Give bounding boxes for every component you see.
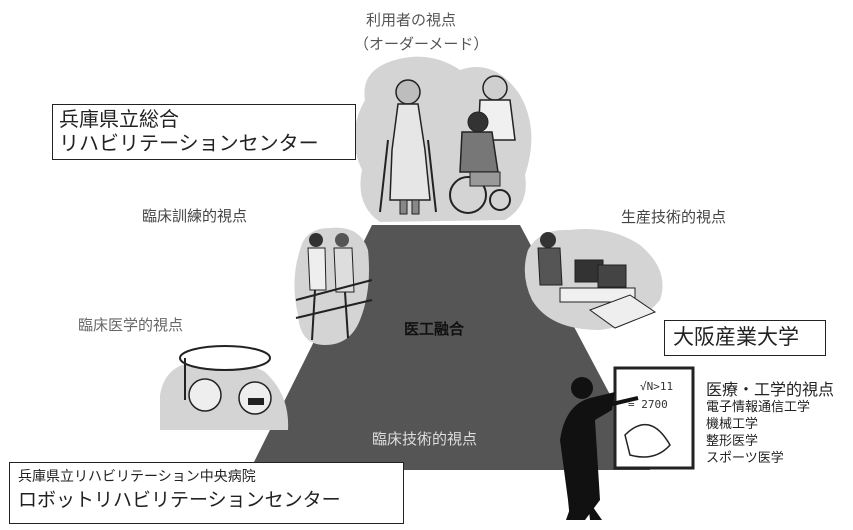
engineering-item: スポーツ医学 bbox=[706, 451, 784, 466]
lecturer-illustration bbox=[560, 366, 695, 520]
engineering-title: 医療・工学的視点 bbox=[706, 380, 835, 399]
hospital-box: 兵庫県立リハビリテーション中央病院 ロボットリハビリテーションセンター bbox=[9, 462, 404, 524]
hospital-line1: 兵庫県立リハビリテーション中央病院 bbox=[18, 469, 256, 485]
osaka-univ-box: 大阪産業大学 bbox=[664, 320, 826, 356]
hyogo-center-box: 兵庫県立総合 リハビリテーションセンター bbox=[52, 104, 356, 160]
engineering-item: 機械工学 bbox=[706, 417, 759, 432]
user-figures-illustration bbox=[354, 56, 532, 222]
engineering-list: 電子情報通信工学 機械工学 整形医学 スポーツ医学 bbox=[706, 399, 810, 467]
board-formula-2: = 2700 bbox=[628, 398, 668, 411]
board-formula-1: √N>11 bbox=[640, 380, 674, 393]
clinical-training-label: 臨床訓練的視点 bbox=[142, 207, 248, 225]
osaka-univ-name: 大阪産業大学 bbox=[673, 325, 799, 349]
production-label: 生産技術的視点 bbox=[621, 208, 727, 226]
user-viewpoint-sublabel: （オーダーメード） bbox=[354, 35, 489, 53]
clinical-technology-label: 臨床技術的視点 bbox=[372, 430, 478, 448]
engineering-item: 電子情報通信工学 bbox=[706, 400, 811, 415]
user-viewpoint-label: 利用者の視点 bbox=[366, 11, 457, 29]
fusion-label: 医工融合 bbox=[404, 320, 465, 338]
hospital-line2: ロボットリハビリテーションセンター bbox=[18, 489, 341, 511]
hyogo-center-line1: 兵庫県立総合 bbox=[59, 107, 179, 131]
hyogo-center-line2: リハビリテーションセンター bbox=[59, 131, 319, 155]
engineering-item: 整形医学 bbox=[706, 434, 759, 449]
surgeons-illustration bbox=[160, 345, 289, 430]
clinical-medicine-label: 臨床医学的視点 bbox=[78, 316, 184, 334]
clinical-training-illustration bbox=[294, 227, 373, 345]
production-lab-illustration bbox=[524, 229, 663, 330]
